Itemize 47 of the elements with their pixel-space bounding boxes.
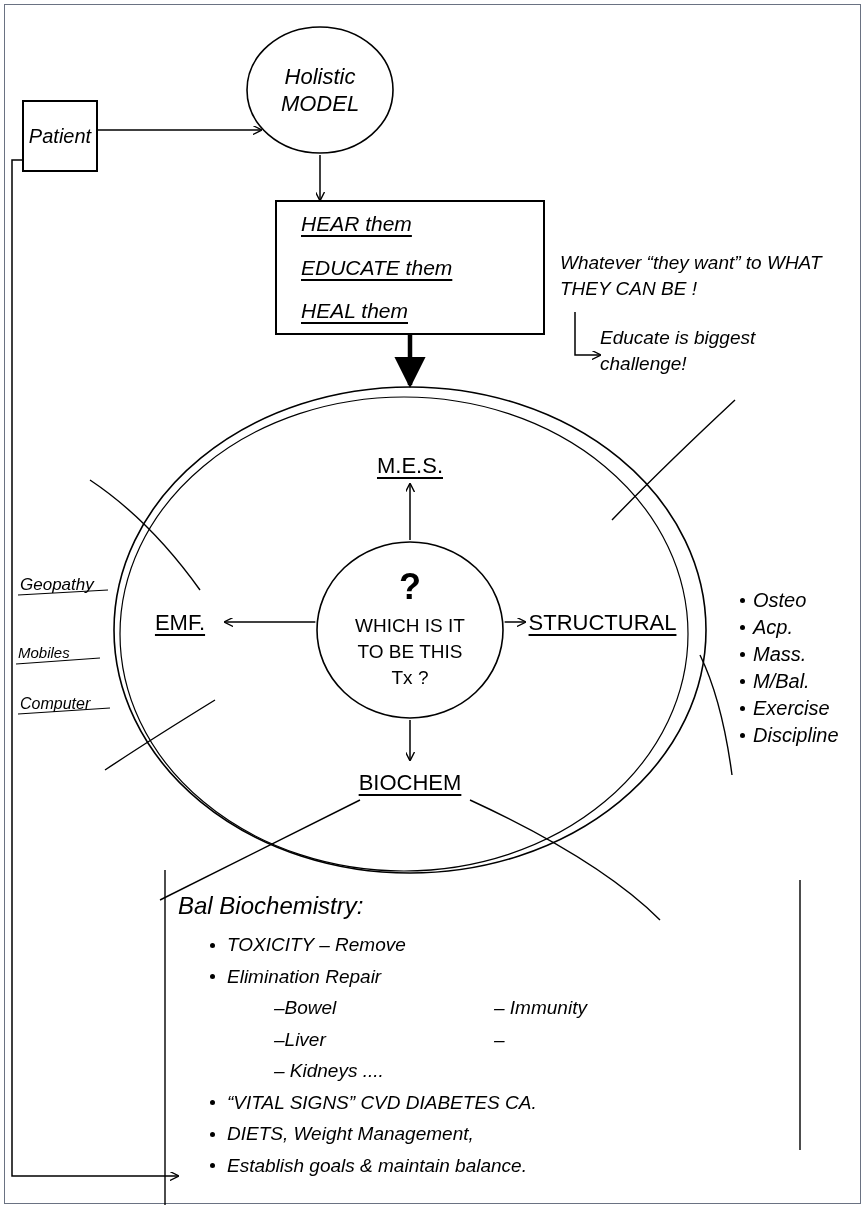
list-item: – [494,1027,505,1052]
list-item: Elimination Repair [227,964,382,989]
arrow [503,616,527,628]
list-item: –Bowel [274,996,338,1020]
side-label: Mass. [753,642,807,667]
list-item: – Kidneys .... [274,1059,385,1083]
node-label: HEAR them [301,211,412,238]
node-label: Patient [28,124,92,149]
arrow [394,335,426,389]
list-item: DIETS, Weight Management, [227,1122,474,1146]
node-label: EDUCATE them [301,254,453,281]
circle-node [112,385,708,875]
node-label: Holistic MODEL [279,62,361,118]
node-label: HEAL them [301,298,408,325]
node-label: STRUCTURAL [528,608,677,637]
list-item: TOXICITY – Remove [227,933,406,957]
process-box [22,100,98,172]
side-label: Geopathy [20,574,94,596]
ellipse-node [245,25,395,155]
arrow [314,154,326,202]
arrow [11,159,180,1182]
arrow [404,482,416,541]
arrow [404,719,416,762]
list-heading: Bal Biochemistry: [178,891,365,921]
list-item: –Liver [274,1027,328,1052]
arrow [574,311,602,361]
list-item: “VITAL SIGNS” CVD DIABETES CA. [227,1090,537,1115]
node-label: WHICH IS IT TO BE THIS Tx ? [354,613,466,691]
side-label: Discipline [753,723,839,748]
node-label: M.E.S. [377,451,443,480]
arrow [97,124,263,136]
process-box [275,200,545,335]
note-text: Educate is biggest challenge! [600,326,757,377]
arrow [223,616,317,628]
side-label: Computer [20,694,91,714]
side-label: M/Bal. [753,669,810,694]
side-label: Exercise [753,696,830,721]
side-label: Osteo [753,588,807,613]
node-label: EMF. [154,608,206,637]
question-mark: ? [399,568,421,605]
list-item: – Immunity [494,996,587,1020]
side-label: Mobiles [18,643,70,663]
list-item: Establish goals & maintain balance. [227,1153,527,1178]
question-circle [315,540,505,720]
note-text: Whatever “they want” to WHAT THEY CAN BE ! [560,251,824,302]
side-label: Acp. [753,615,794,640]
node-label: BIOCHEM [358,768,462,797]
